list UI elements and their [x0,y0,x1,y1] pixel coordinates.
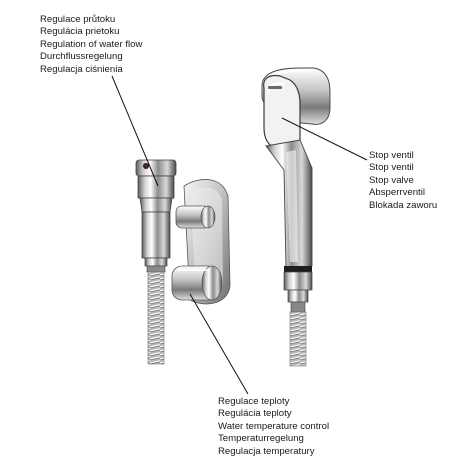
temperature-control-labels: Regulace teploty Regulácia teploty Water… [218,396,329,458]
hand-shower [261,67,331,367]
stop-label-de: Absperrventil [369,187,425,199]
flow-label-de: Durchflussregelung [40,51,123,63]
flow-valve-body [135,159,177,273]
temp-label-pl: Regulacja temperatury [218,445,315,457]
temperature-leader-line [189,293,249,395]
flow-label-sk: Regulácia prietoku [40,26,120,38]
stop-label-sk: Stop ventil [369,162,414,174]
handle-ring [284,266,312,272]
flow-label-en: Regulation of water flow [40,38,143,50]
stop-label-pl: Blokada zaworu [369,199,438,211]
stop-label-en: Stop valve [369,174,414,186]
left-hose [147,271,165,365]
flow-label-pl: Regulacja ciśnienia [40,63,123,75]
stop-valve-labels: Stop ventil Stop ventil Stop valve Abspe… [369,150,437,212]
temp-label-en: Water temperature control [218,420,330,432]
temp-label-de: Temperaturregelung [218,433,304,445]
stop-label-cz: Stop ventil [369,150,414,161]
flow-label-cz: Regulace průtoku [40,14,116,25]
temp-label-sk: Regulácia teploty [218,408,292,420]
right-hose [289,311,307,367]
temperature-knob [171,265,223,301]
stop-leader-line [281,117,368,161]
flow-leader-line [111,75,159,187]
temp-label-cz: Regulace teploty [218,396,290,407]
brand-logo [268,86,282,89]
flow-valve-assembly [135,159,231,365]
stop-button [263,74,301,152]
flow-control-labels: Regulace průtoku Regulácia prietoku Regu… [40,14,142,76]
